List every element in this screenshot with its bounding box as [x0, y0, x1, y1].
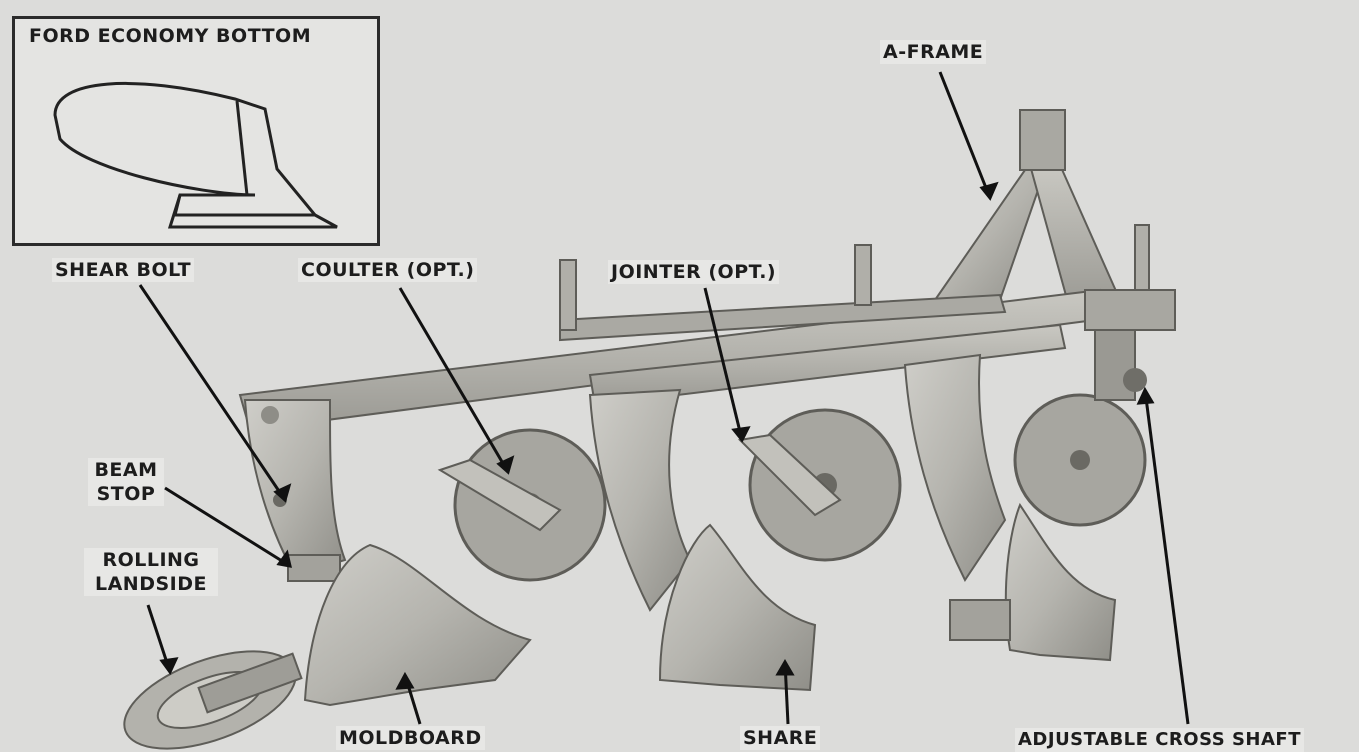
- label-jointer: JOINTER (OPT.): [608, 260, 779, 284]
- label-beam-stop-line2: STOP: [91, 482, 161, 506]
- coulter-disc-1: [440, 430, 605, 580]
- cross-shaft-assembly: [1085, 290, 1175, 400]
- label-rolling-landside-line1: ROLLING: [87, 548, 215, 572]
- coulter-disc-3: [1015, 395, 1145, 525]
- label-coulter: COULTER (OPT.): [298, 258, 477, 282]
- label-beam-stop: BEAM STOP: [88, 458, 164, 506]
- label-beam-stop-line1: BEAM: [91, 458, 161, 482]
- coulter-disc-2: [740, 410, 900, 560]
- rolling-landside: [112, 632, 309, 752]
- bottom-1: [245, 400, 345, 581]
- label-rolling-landside-line2: LANDSIDE: [87, 572, 215, 596]
- label-a-frame: A-FRAME: [880, 40, 986, 64]
- a-frame: [935, 110, 1120, 310]
- label-share: SHARE: [740, 726, 820, 750]
- label-adjustable-cross-shaft: ADJUSTABLE CROSS SHAFT: [1015, 728, 1304, 752]
- label-rolling-landside: ROLLING LANDSIDE: [84, 548, 218, 596]
- label-shear-bolt: SHEAR BOLT: [52, 258, 194, 282]
- label-moldboard: MOLDBOARD: [336, 726, 485, 750]
